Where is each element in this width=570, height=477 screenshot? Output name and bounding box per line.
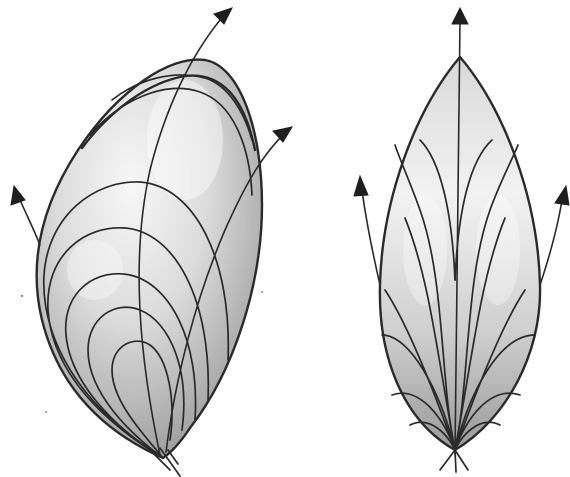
arrowhead-icon bbox=[273, 127, 292, 142]
left-shell-highlight bbox=[67, 240, 123, 300]
arrowhead-icon bbox=[354, 176, 368, 196]
scan-speck bbox=[21, 295, 23, 297]
right-beak-mark bbox=[440, 450, 468, 472]
arrowhead-icon bbox=[214, 8, 232, 24]
right-shell bbox=[354, 8, 569, 472]
growth-arrow-line bbox=[18, 195, 40, 245]
arrowhead-icon bbox=[452, 8, 468, 24]
scan-speck bbox=[45, 411, 47, 413]
scan-speck bbox=[261, 291, 263, 293]
arrowhead-icon bbox=[11, 186, 25, 205]
growth-arrow-line bbox=[540, 200, 562, 285]
right-shell-highlight bbox=[476, 195, 520, 305]
right-shell-highlight bbox=[403, 195, 447, 305]
growth-arrow-line bbox=[362, 190, 380, 285]
arrowhead-icon bbox=[555, 186, 569, 205]
left-shell bbox=[11, 8, 292, 476]
